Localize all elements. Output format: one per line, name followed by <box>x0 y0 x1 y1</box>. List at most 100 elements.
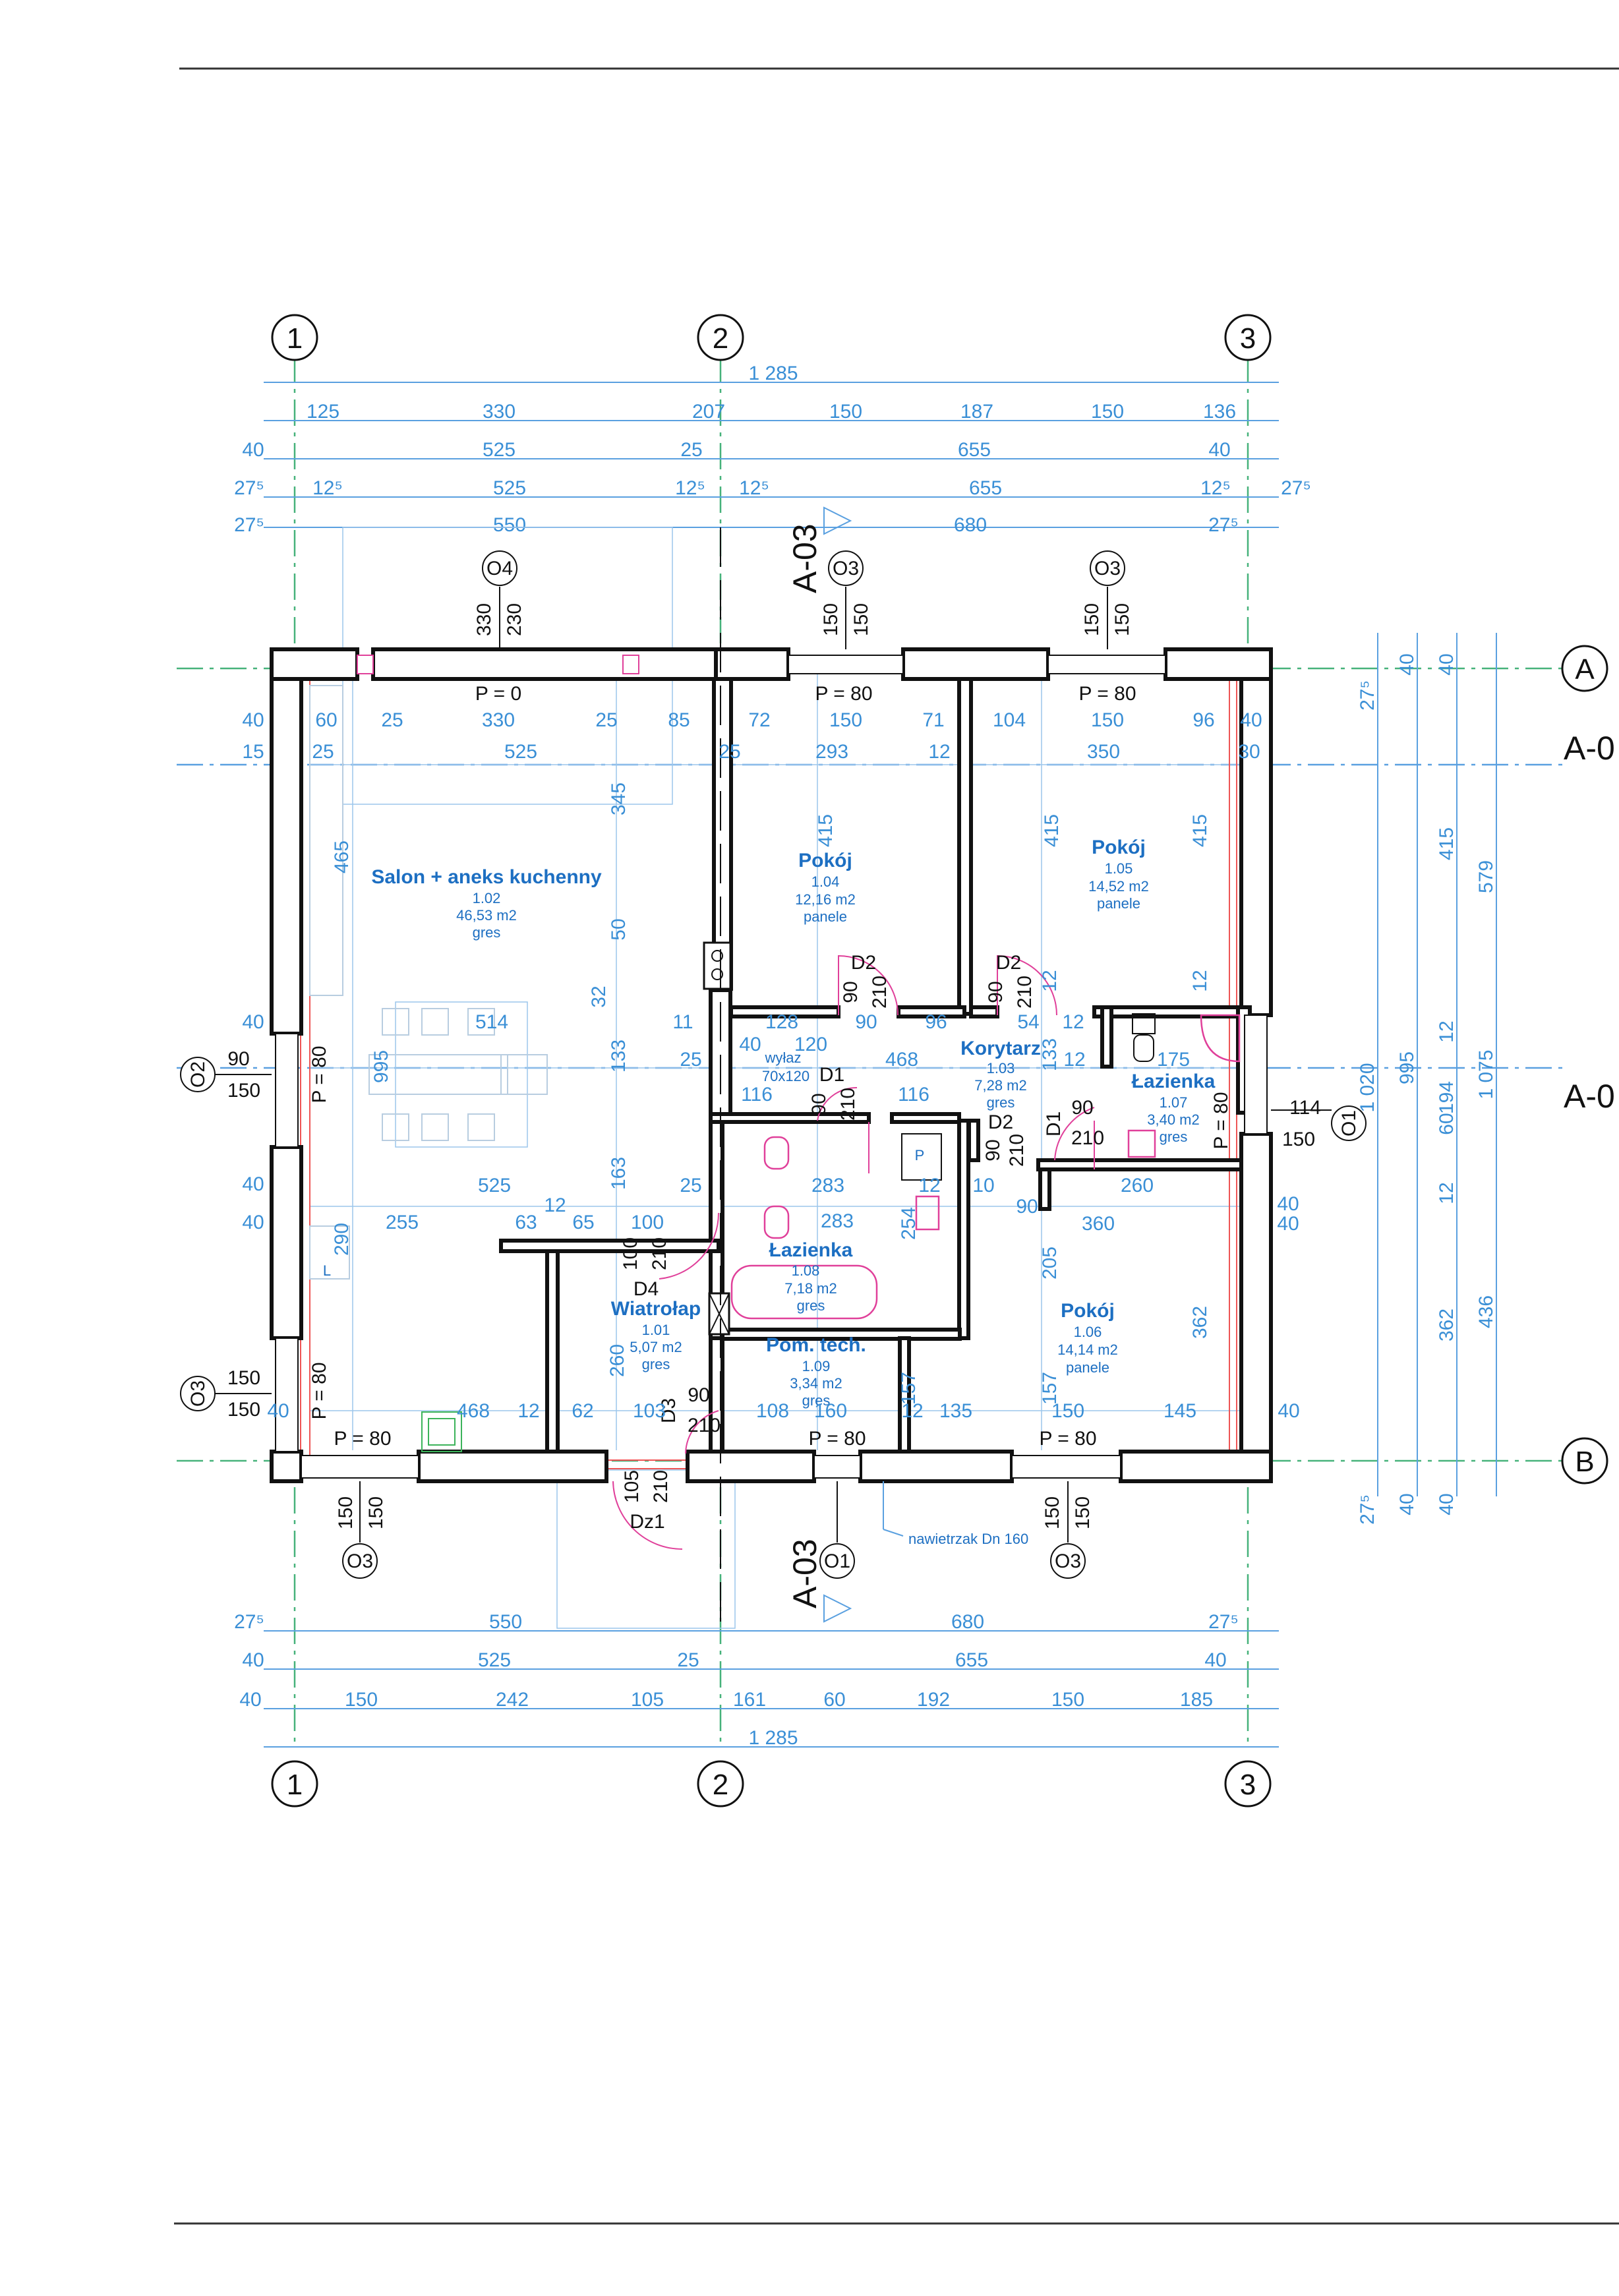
bathroom-fixtures <box>730 1013 1241 1320</box>
window-O4-width: 330 <box>473 603 495 636</box>
room-num-pom-tech: 1.09 <box>802 1358 831 1374</box>
idim-left-9: 100 <box>631 1212 664 1233</box>
idim-vert-13: 260 <box>606 1344 628 1377</box>
window-O2-h: 150 <box>227 1080 260 1102</box>
window-O3-left-w: 150 <box>227 1367 260 1389</box>
boiler-label: P <box>915 1147 925 1163</box>
door-D1-right-h: 210 <box>1071 1127 1104 1149</box>
window-tag-O4: O4 <box>486 558 513 579</box>
dim-right-3: 415 <box>1436 827 1457 860</box>
idim-a1-5: 85 <box>668 709 690 731</box>
idim-a2-1: 25 <box>312 741 334 763</box>
dim-top-r4-1: 550 <box>493 514 526 536</box>
idim-mid-7: 175 <box>1157 1049 1190 1071</box>
door-D4-w: 100 <box>620 1237 641 1270</box>
window-O1-right-w: 114 <box>1289 1097 1321 1119</box>
room-name-salon: Salon + aneks kuchenny <box>371 866 602 888</box>
window-openings <box>275 655 1268 1479</box>
dim-top-r3-6: 12⁵ <box>1200 477 1231 499</box>
idim-mid-10: 40 <box>739 1034 761 1055</box>
idim-left-3: 40 <box>242 1173 264 1195</box>
idim-a1-2: 25 <box>381 709 403 731</box>
idim-a1-11: 96 <box>1192 709 1214 731</box>
door-tag-D1-mid: D1 <box>819 1064 844 1086</box>
idim-vert-3: 32 <box>588 986 610 1007</box>
room-name-lazienka-107: Łazienka <box>1132 1071 1216 1092</box>
idim-a1-10: 150 <box>1091 709 1124 731</box>
idim-low-2: 283 <box>811 1175 844 1196</box>
dim-right-16: 40 <box>1436 1493 1457 1515</box>
door-D2-right-w: 90 <box>985 981 1007 1003</box>
vent-label: nawietrzak Dn 160 <box>908 1531 1028 1547</box>
door-D2-left-w: 90 <box>840 981 862 1003</box>
sill-height-labels: P = 0 P = 80 P = 80 P = 80 P = 80 P = 80… <box>309 683 1232 1450</box>
sill-top-mid: P = 80 <box>815 683 872 705</box>
window-O3-left-h: 150 <box>227 1399 260 1421</box>
idim-left-4: 40 <box>242 1212 264 1233</box>
idim-mid-11: 120 <box>794 1034 827 1055</box>
idim-bot-8: 12 <box>901 1400 923 1422</box>
room-area-lazienka-107: 3,40 m2 <box>1147 1111 1200 1128</box>
window-tag-O3-top-right: O3 <box>1094 558 1121 579</box>
dim-top-r2-0: 40 <box>242 439 264 461</box>
dim-top-r1-5: 150 <box>1091 401 1124 423</box>
idim-a2-6: 350 <box>1087 741 1120 763</box>
dim-right-4: 579 <box>1475 860 1497 893</box>
hatch-size-label: 70x120 <box>762 1068 810 1084</box>
idim-vert-10: 205 <box>1039 1247 1061 1280</box>
dim-right-0: 27⁵ <box>1357 680 1378 711</box>
idim-vert-14: 157 <box>898 1372 920 1405</box>
idim-bot-4: 62 <box>572 1400 593 1422</box>
dim-bot-r3-8: 185 <box>1180 1689 1213 1711</box>
idim-vert-4: 133 <box>608 1040 630 1073</box>
section-mark-right-mid: A-0 <box>1564 1078 1615 1115</box>
door-swings <box>612 955 1095 1550</box>
idim-vert-0: 465 <box>331 840 353 873</box>
room-num-korytarz: 1.03 <box>987 1060 1015 1076</box>
dim-bot-r3-1: 150 <box>345 1689 378 1711</box>
idim-bot-12: 40 <box>1278 1400 1299 1422</box>
idim-mid-13: 12 <box>1063 1049 1085 1071</box>
room-area-pom-tech: 3,34 m2 <box>790 1375 842 1392</box>
idim-left-8: 65 <box>572 1212 594 1233</box>
room-area-pokoj-105: 14,52 m2 <box>1088 878 1149 895</box>
door-D4-h: 210 <box>649 1237 670 1270</box>
interior-guides <box>310 527 1239 1629</box>
room-name-pokoj-106: Pokój <box>1061 1300 1115 1322</box>
idim-a1-3: 330 <box>482 709 515 731</box>
idim-vert-9: 415 <box>1189 814 1211 847</box>
door-D1-mid-h: 210 <box>837 1088 859 1121</box>
idim-a1-0: 40 <box>242 709 264 731</box>
room-area-pokoj-104: 12,16 m2 <box>795 891 856 908</box>
dim-bot-r1-1: 550 <box>489 1611 522 1633</box>
door-tag-D2-mid: D2 <box>988 1111 1013 1133</box>
idim-left-6: 255 <box>386 1212 419 1233</box>
dim-top-r3-3: 12⁵ <box>675 477 705 499</box>
axis-label-B: B <box>1575 1446 1594 1478</box>
idim-low-3: 12 <box>918 1175 940 1196</box>
axis-label-3-top: 3 <box>1240 322 1256 355</box>
idim-bot-1: 40 <box>267 1400 289 1422</box>
dim-top-r1-4: 187 <box>960 401 993 423</box>
dim-bot-r1-3: 27⁵ <box>1208 1611 1239 1633</box>
room-name-pom-tech: Pom. tech. <box>766 1334 866 1356</box>
door-Dz1-h: 210 <box>650 1470 672 1503</box>
door-D1-right-w: 90 <box>1071 1097 1093 1119</box>
window-O3-right-w: 150 <box>1081 603 1103 636</box>
window-O3-br-h: 150 <box>1072 1496 1094 1529</box>
axis-bubbles: 1 2 3 1 2 3 A B <box>271 314 1608 1808</box>
room-num-pokoj-106: 1.06 <box>1074 1324 1102 1340</box>
dim-bot-r2-3: 655 <box>955 1649 988 1671</box>
room-name-pokoj-105: Pokój <box>1092 837 1146 858</box>
dim-right-1: 40 <box>1396 653 1418 675</box>
room-labels: Salon + aneks kuchenny 1.02 46,53 m2 gre… <box>371 837 1215 1409</box>
idim-mid-6: 12 <box>1062 1011 1084 1033</box>
idim-low-5: 283 <box>821 1210 854 1232</box>
idim-a1-4: 25 <box>595 709 617 731</box>
window-O1-right-h: 150 <box>1282 1129 1315 1150</box>
dim-bot-r3-5: 60 <box>823 1689 845 1711</box>
room-num-salon: 1.02 <box>473 890 501 906</box>
window-tag-O3-top-mid: O3 <box>833 558 859 579</box>
idim-bot-11: 145 <box>1163 1400 1196 1422</box>
room-num-wiatrolap: 1.01 <box>642 1322 670 1338</box>
